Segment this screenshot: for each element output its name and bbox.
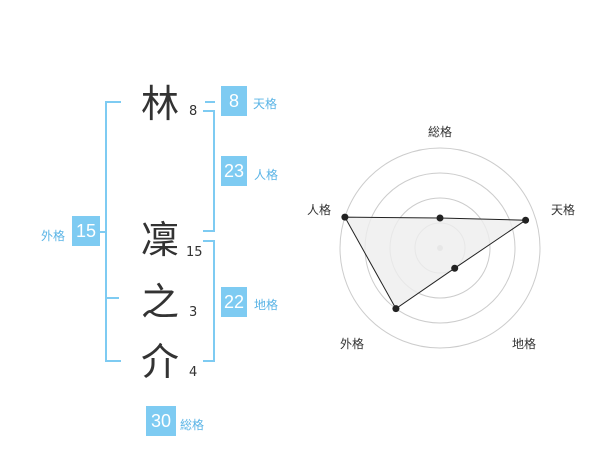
stroke-count-2: 15 (186, 245, 203, 260)
tenkaku-bracket (205, 101, 215, 103)
name-char-1: 林 (140, 82, 179, 126)
jinkaku-label: 人格 (254, 168, 279, 182)
gaikaku-bracket (105, 101, 121, 362)
chikaku-label: 地格 (254, 298, 279, 312)
radar-label-gaikaku: 外格 (340, 337, 365, 351)
radar-label-jinkaku: 人格 (307, 203, 332, 217)
name-char-2: 凜 (140, 218, 179, 262)
radar-label-chikaku: 地格 (512, 337, 537, 351)
radar-point-2 (522, 216, 530, 224)
name-char-3: 之 (140, 280, 179, 324)
jinkaku-bracket (203, 110, 215, 232)
radar-polygon (344, 216, 528, 310)
tenkaku-badge: 8 (221, 86, 247, 116)
name-char-4: 介 (140, 340, 179, 384)
radar-point-1 (436, 214, 444, 222)
radar-point-4 (392, 305, 400, 313)
soukaku-badge: 30 (146, 406, 176, 436)
radar-point-5 (341, 213, 349, 221)
chikaku-badge: 22 (221, 287, 247, 317)
stroke-count-3: 3 (189, 305, 198, 320)
jinkaku-badge: 23 (221, 156, 247, 186)
chikaku-bracket (203, 240, 215, 362)
gaikaku-label: 外格 (41, 229, 66, 243)
stroke-count-1: 8 (189, 104, 198, 119)
gaikaku-badge: 15 (72, 216, 100, 246)
radar-label-soukaku: 総格 (428, 125, 453, 139)
soukaku-label: 総格 (180, 418, 205, 432)
radar-grid-ring (339, 147, 541, 349)
stroke-count-4: 4 (189, 365, 198, 380)
tenkaku-label: 天格 (253, 97, 278, 111)
radar-label-tenkaku: 天格 (551, 203, 576, 217)
radar-point-3 (451, 264, 459, 272)
gaikaku-bracket-mid (105, 297, 119, 299)
